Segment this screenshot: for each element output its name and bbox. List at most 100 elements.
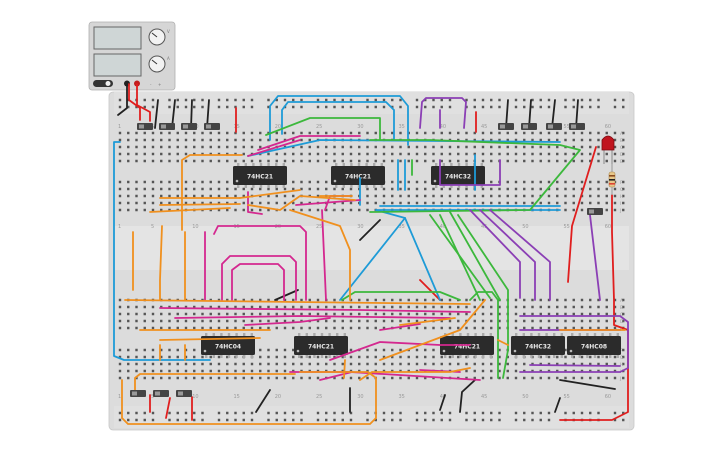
wire-magenta-70[interactable]	[174, 315, 451, 319]
bottom-switch-2[interactable]	[153, 390, 169, 397]
bottom-switch-3[interactable]	[176, 390, 192, 397]
wire-orange-80[interactable]	[159, 203, 241, 206]
wire-orange-87[interactable]	[289, 209, 351, 301]
wire-orange-83[interactable]	[247, 195, 356, 211]
wire-red-10[interactable]	[165, 397, 171, 419]
top-switch-4[interactable]	[204, 123, 220, 130]
wire-green-41[interactable]	[265, 117, 381, 141]
ic-chip-3[interactable]: 74HC32	[431, 163, 485, 188]
wire-purple-52[interactable]	[469, 209, 521, 299]
top-switch-5[interactable]	[498, 123, 514, 130]
resistor[interactable]	[608, 164, 616, 195]
wire-magenta-60[interactable]	[247, 139, 301, 157]
wire-black-25[interactable]	[439, 394, 446, 411]
wire-red-7[interactable]	[567, 146, 597, 283]
bottom-switch-1[interactable]	[130, 390, 146, 397]
mid-col-num-55: 55	[564, 224, 570, 230]
wire-magenta-68[interactable]	[231, 263, 285, 301]
wire-magenta-69[interactable]	[159, 307, 471, 313]
top-col-num-20: 20	[275, 124, 281, 130]
wire-purple-53[interactable]	[479, 209, 536, 301]
wire-orange-81[interactable]	[149, 207, 231, 213]
ic-chip-4[interactable]: 74HC04	[201, 333, 255, 358]
wire-magenta-67[interactable]	[221, 255, 297, 301]
wire-black-3[interactable]	[117, 85, 128, 116]
wire-orange-94[interactable]	[399, 317, 456, 326]
wire-purple-55[interactable]	[589, 214, 601, 301]
wire-green-43[interactable]	[439, 214, 481, 301]
ic-chip-5[interactable]: 74HC21	[294, 333, 348, 358]
wire-black-21[interactable]	[274, 289, 299, 301]
wire-purple-54[interactable]	[489, 209, 551, 301]
bot-col-num-50: 50	[522, 394, 528, 400]
wire-magenta-66[interactable]	[213, 225, 307, 301]
wire-blue-30[interactable]	[281, 101, 395, 141]
wire-green-45[interactable]	[457, 214, 509, 379]
wire-purple-50[interactable]	[419, 97, 467, 129]
row-letter-bot-H: H	[620, 362, 623, 368]
wire-black-22[interactable]	[559, 379, 616, 390]
ic-chip-2[interactable]: 74HC21	[331, 163, 385, 188]
wire-red-2[interactable]	[128, 83, 141, 121]
wire-magenta-73[interactable]	[379, 323, 421, 331]
wire-magenta-62[interactable]	[247, 191, 263, 215]
wire-green-46[interactable]	[341, 291, 461, 301]
chip-label-4: 74HC04	[215, 344, 241, 351]
wire-orange-95[interactable]	[359, 367, 471, 381]
wire-orange-99[interactable]	[497, 339, 509, 346]
row-letter-bot-D: D	[620, 319, 624, 325]
wire-red-8[interactable]	[419, 279, 441, 301]
wire-orange-78[interactable]	[181, 154, 243, 231]
wire-blue-29[interactable]	[269, 95, 409, 146]
wire-red-1[interactable]	[136, 83, 151, 122]
dip-switches[interactable]	[130, 123, 603, 397]
ic-chip-1[interactable]: 74HC21	[233, 163, 287, 188]
top-switch-3[interactable]	[181, 123, 197, 130]
mid-col-num-25: 25	[316, 224, 322, 230]
wire-magenta-61[interactable]	[257, 135, 361, 151]
top-switch-2[interactable]	[159, 123, 175, 130]
top-switch-6[interactable]	[521, 123, 537, 130]
wire-green-44[interactable]	[449, 211, 501, 301]
red-led[interactable]	[601, 135, 615, 164]
wire-orange-90[interactable]	[159, 337, 261, 341]
ic-chip-7[interactable]: 74HC32	[511, 333, 565, 358]
row-letter-bot-G: G	[620, 355, 624, 361]
wire-red-6[interactable]	[559, 194, 629, 421]
wire-magenta-71[interactable]	[244, 317, 331, 326]
wire-purple-58[interactable]	[529, 364, 621, 367]
wire-black-12[interactable]	[154, 99, 159, 129]
wire-blue-28[interactable]	[113, 141, 211, 361]
wire-black-23[interactable]	[255, 389, 271, 413]
top-col-num-60: 60	[605, 124, 611, 130]
top-switch-9[interactable]	[587, 208, 603, 215]
wire-orange-97[interactable]	[134, 373, 296, 391]
wire-black-20[interactable]	[359, 219, 381, 241]
bot-col-num-20: 20	[275, 394, 281, 400]
wire-orange-93[interactable]	[379, 299, 486, 361]
wire-orange-88[interactable]	[124, 299, 471, 305]
wire-green-40[interactable]	[369, 139, 581, 213]
wires[interactable]	[113, 83, 629, 425]
wire-orange-96[interactable]	[121, 371, 377, 425]
wire-purple-56[interactable]	[519, 315, 629, 373]
wire-orange-84[interactable]	[159, 225, 163, 301]
wire-black-27[interactable]	[554, 397, 561, 413]
wire-purple-59[interactable]	[439, 159, 501, 186]
top-switch-8[interactable]	[569, 123, 585, 130]
wire-magenta-72[interactable]	[329, 341, 471, 361]
wire-black-26[interactable]	[459, 379, 476, 413]
ic-chip-8[interactable]: 74HC08	[567, 333, 621, 358]
wire-magenta-77[interactable]	[321, 209, 327, 301]
top-switch-1[interactable]	[137, 123, 153, 130]
wire-orange-98[interactable]	[343, 359, 346, 379]
power-supply[interactable]: V A - +	[88, 21, 176, 91]
row-letter-bot-E: E	[620, 326, 623, 332]
wire-green-47[interactable]	[469, 291, 499, 301]
top-switch-7[interactable]	[546, 123, 562, 130]
wire-orange-82[interactable]	[239, 189, 301, 199]
wire-magenta-75[interactable]	[319, 371, 353, 381]
row-letter-top-I: I	[620, 201, 621, 207]
